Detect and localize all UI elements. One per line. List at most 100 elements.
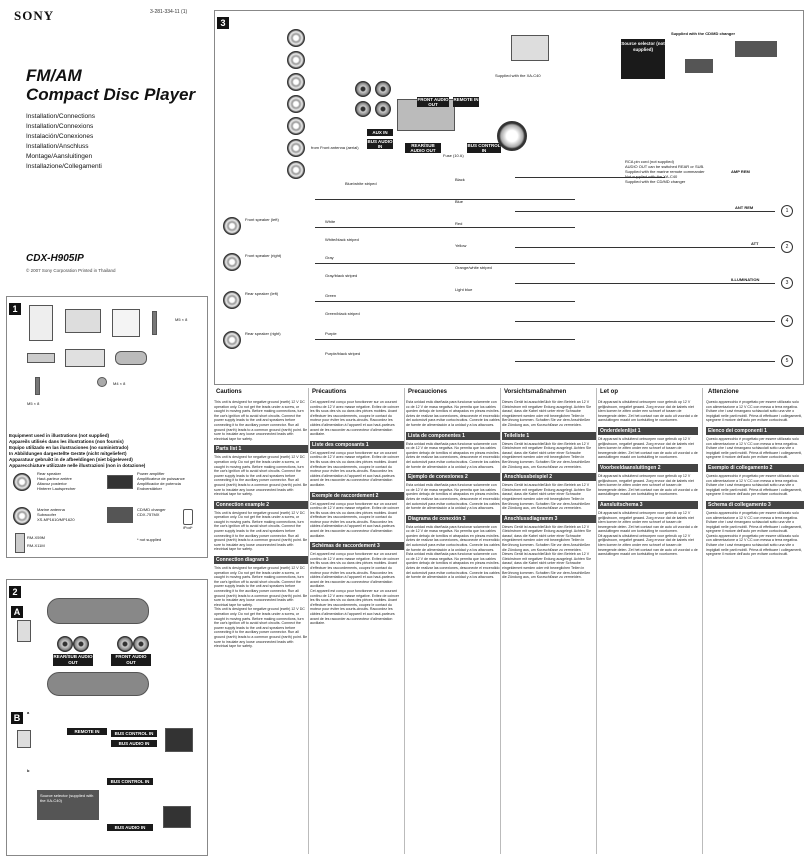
subsection-header: Elenco dei componenti 1 [706,426,804,435]
circled-number: 5 [781,355,793,367]
column-body: This unit is designed for negative groun… [214,455,308,497]
language-item: Installation/Connexions [26,123,94,130]
wire-label: Black [455,177,465,182]
wire-line [515,247,775,248]
amplifier-icon [107,475,133,489]
language-item: Instalación/Conexiones [26,133,94,140]
remote-in-label: REMOTE IN [67,728,107,735]
column-fr: Cet appareil est conçu pour fonctionner … [310,400,404,854]
circled-number: 2 [781,241,793,253]
wire-label: Gray/black striped [325,273,358,278]
column-header: Precauciones [408,389,448,395]
bus-audio-in-label-2: BUS AUDIO IN [107,824,153,831]
item-label: Marine antenna [37,507,65,512]
column-body: Questo apparecchio è progettato per esse… [706,400,803,423]
speaker-label: Front speaker (right) [245,253,282,258]
rear-sub-audio-out-label: REAR/SUB AUDIO OUT [405,143,441,153]
item-label: Rear speaker [37,471,62,476]
speaker-icon [223,253,241,271]
footnote: * not supplied [137,537,162,542]
subwoofer-icon [13,507,31,525]
left-items: Rear speaker Haut-parleur arrière Altavo… [37,471,97,491]
ipod-icon [183,509,193,525]
equipment-heading: Equipment used in illustrations (not sup… [9,433,205,469]
language-item: Installation/Anschluss [26,143,89,150]
subsection-header: Lista de componentes 1 [406,431,500,440]
rm-label: RM-X11M [27,543,45,548]
column-nl: Dit apparaat is uitsluitend ontworpen vo… [598,400,698,854]
marker-a: a [27,710,30,715]
supplied-xa-c40-label: Supplied with the XA-C40 [495,73,541,78]
wire-label: White [325,219,336,224]
changer-items: CD/MD changer CDX-757MX [137,507,166,517]
bus-control-in-label: BUS CONTROL IN [467,143,501,153]
copyright: © 2007 Sony Corporation Printed in Thail… [26,268,116,273]
column-body: Questo apparecchio è progettato per esse… [706,533,803,557]
rca-jack [57,636,73,652]
wire-line [515,177,665,178]
brand-logo: SONY [14,8,55,23]
column-body: Esta unidad está diseñada para funcionar… [406,400,500,427]
column-body: Questo apparecchio è progettato per esse… [706,473,803,497]
subsection-header: Esempio di collegamento 2 [706,463,804,472]
speaker-icon [287,161,305,179]
column-body: Dit apparaat is uitsluitend ontworpen vo… [598,473,698,497]
remote-dial-icon [497,121,527,151]
circled-number: 3 [781,277,793,289]
item-label: Amplificateur de puissance [137,476,185,481]
model-label: CDX-757MX [137,512,160,517]
source-selector-label: Source selector (supplied with the XA-C4… [40,793,94,803]
title-line-1: FM/AM [26,66,82,85]
side-note: Not supplied with the XA-C40 [625,174,678,179]
wire-label: Green/black striped [325,311,360,316]
doc-number: 3-281-334-11 (1) [150,9,188,15]
head-unit-icon [17,620,31,642]
column-body: Dieses Gerät ist ausschließlich für den … [502,441,592,469]
item-label: Subwoofer [37,512,57,517]
item-label: Amplificador de potencia [137,481,181,486]
speaker-icon [223,331,241,349]
column-body: Cet appareil est conçu pour fonctionner … [310,400,400,437]
column-body: Dit apparaat is uitsluitend ontworpen vo… [598,436,698,460]
page-title: FM/AM Compact Disc Player [26,66,226,104]
speaker-icon [287,95,305,113]
screw-part [152,311,157,335]
column-body: Dieses Gerät ist ausschließlich für den … [502,483,592,511]
column-body: Esta unidad está diseñada para funcionar… [406,483,500,511]
case-part [112,309,140,337]
wire-label: Gray [325,255,334,260]
changer-unit-icon-2 [163,806,191,828]
column-body: This unit is designed for negative groun… [214,566,308,607]
item-label: Altavoz posterior [37,481,67,486]
side-note: Supplied with the marine remote commande… [625,169,705,174]
marker-b: b [27,768,30,773]
cord-part [115,351,147,365]
sub-section-a: A [11,606,23,618]
right-items: Power amplifier Amplificateur de puissan… [137,471,203,491]
side-note: RCA pin cord (not supplied) [625,159,674,164]
att-label: ATT [751,241,759,246]
front-antenna-label: from Front antenna (aerial) [311,145,359,150]
rca-jack [355,81,371,97]
source-selector-icon: Source selector (supplied with the XA-C4… [37,790,99,820]
rear-sub-audio-out-label: REAR/SUB AUDIO OUT [53,654,93,666]
side-notes: RCA pin cord (not supplied) AUDIO OUT ca… [625,159,795,184]
wire-label: Green [325,293,337,298]
column-body: Cet appareil est conçu pour fonctionner … [310,450,400,487]
rear-speaker-icon [13,473,31,491]
side-note: AUDIO OUT can be switched REAR or SUB. [625,164,705,169]
circled-number: 4 [781,315,793,327]
column-header: Let op [600,389,618,395]
cd-changer-icon [107,507,133,523]
circled-number: 1 [781,205,793,217]
sub-section-b: B [11,712,23,724]
model-number: CDX-H905IP [26,253,84,264]
equipment-title: Equipment used in illustrations (not sup… [9,433,110,438]
subsection-header: Teileliste 1 [502,431,596,440]
qty-label: M5 × 8 [27,401,40,406]
cd-changer-icon [735,41,777,57]
subsection-header: Connection example 2 [214,500,308,509]
title-line-2: Compact Disc Player [26,85,196,104]
wire-line [515,211,775,212]
subsection-header: Connection diagram 3 [214,556,308,565]
